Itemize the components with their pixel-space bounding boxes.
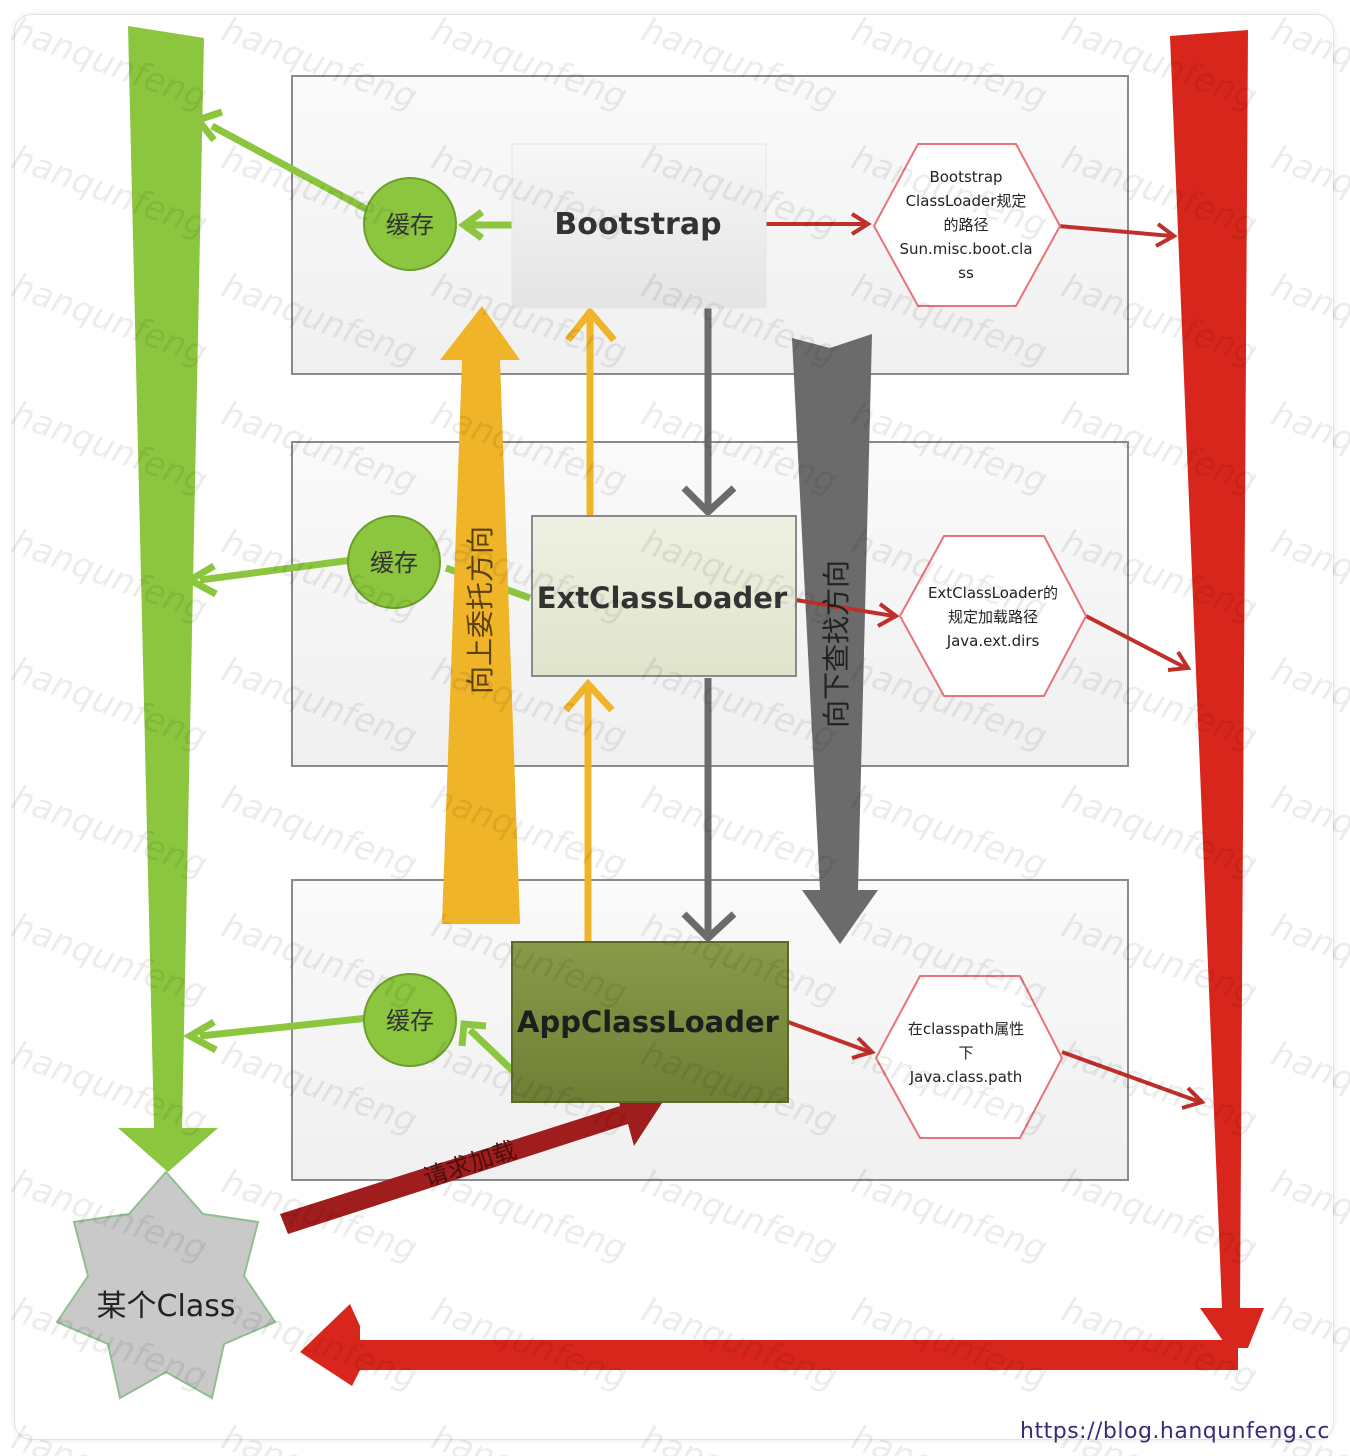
bootstrap-box bbox=[511, 143, 767, 309]
app-path-line: 下 bbox=[958, 1044, 973, 1062]
image-frame bbox=[14, 14, 1334, 1440]
class-star bbox=[55, 1170, 277, 1400]
bootstrap-cache-circle bbox=[363, 177, 457, 271]
delegate-up-arrow bbox=[440, 306, 520, 924]
ext-cache-circle bbox=[347, 515, 441, 609]
ext-path-text: ExtClassLoader的 规定加载路径 Java.ext.dirs bbox=[928, 584, 1058, 650]
search-down-label: 向下查找方向 bbox=[820, 560, 853, 728]
ext-cache-label: 缓存 bbox=[370, 549, 418, 577]
app-path-text: 在classpath属性 下 Java.class.path bbox=[908, 1020, 1024, 1086]
yellow-thin-arrows bbox=[563, 306, 617, 942]
ext-path-hexagon bbox=[898, 535, 1088, 697]
bootstrap-path-line: ClassLoader规定 bbox=[906, 192, 1027, 210]
app-loader-box bbox=[511, 941, 789, 1103]
bootstrap-path-line: ss bbox=[958, 264, 974, 282]
red-path-arrow-horizontal bbox=[300, 1304, 1238, 1386]
green-result-arrow bbox=[118, 26, 218, 1172]
red-path-arrow-vertical bbox=[1170, 30, 1264, 1348]
app-path-line: Java.class.path bbox=[909, 1068, 1023, 1086]
bootstrap-label: Bootstrap bbox=[554, 207, 721, 242]
ext-path-line: 规定加载路径 bbox=[948, 608, 1038, 626]
bootstrap-path-line: Bootstrap bbox=[929, 168, 1002, 186]
app-path-hexagon bbox=[874, 975, 1064, 1139]
request-load-arrow bbox=[280, 1082, 664, 1234]
footer-url[interactable]: https://blog.hanqunfeng.cc bbox=[1020, 1419, 1330, 1444]
bootstrap-path-hexagon bbox=[872, 143, 1062, 307]
app-cache-circle bbox=[363, 973, 457, 1067]
app-cache-label: 缓存 bbox=[386, 1007, 434, 1035]
path-arrows bbox=[764, 212, 1206, 1110]
ext-loader-label: ExtClassLoader bbox=[537, 581, 788, 615]
search-down-arrow bbox=[792, 334, 878, 944]
bootstrap-path-line: 的路径 bbox=[943, 216, 988, 234]
gray-thin-arrows bbox=[681, 308, 737, 943]
app-path-line: 在classpath属性 bbox=[908, 1020, 1024, 1038]
app-loader-label: AppClassLoader bbox=[517, 1005, 780, 1039]
ext-loader-box bbox=[531, 515, 797, 677]
bootstrap-path-line: Sun.misc.boot.cla bbox=[899, 240, 1032, 258]
delegate-up-label: 向上委托方向 bbox=[464, 526, 497, 694]
ext-path-line: Java.ext.dirs bbox=[946, 632, 1040, 650]
bootstrap-path-text: Bootstrap ClassLoader规定 的路径 Sun.misc.boo… bbox=[899, 168, 1032, 282]
ext-path-line: ExtClassLoader的 bbox=[928, 584, 1058, 602]
class-star-label: 某个Class bbox=[97, 1289, 236, 1324]
bootstrap-cache-label: 缓存 bbox=[386, 211, 434, 239]
